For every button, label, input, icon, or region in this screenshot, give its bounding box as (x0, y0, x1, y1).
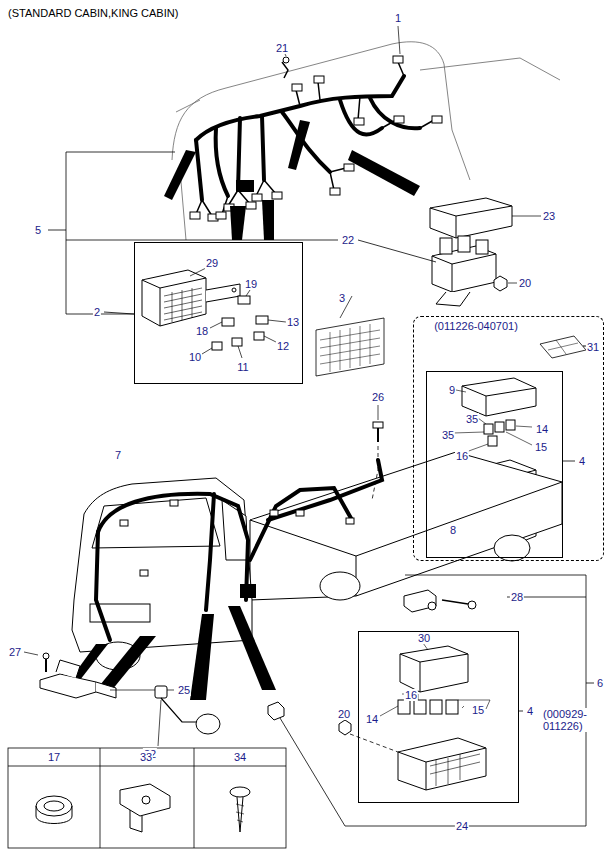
callout-number: 24 (455, 820, 469, 832)
callout-number: 9 (448, 384, 456, 396)
date-range: (011226-040701) (433, 320, 519, 332)
callout-number: 4 (578, 455, 586, 467)
callout-number: 6 (596, 677, 604, 689)
callout-number: 16 (404, 689, 418, 701)
callout-number: 10 (188, 351, 202, 363)
callout-number: 3 (338, 292, 346, 304)
callout-number: 31 (586, 341, 600, 353)
callout-number: 11 (236, 361, 249, 373)
callout-number: 7 (114, 449, 122, 461)
callout-number: 2 (93, 306, 101, 318)
callout-number: 18 (195, 325, 209, 337)
callout-number: 19 (244, 278, 258, 290)
callout-number: 21 (275, 42, 289, 54)
callout-number: 27 (8, 646, 22, 658)
callout-number: 26 (371, 391, 385, 403)
callout-number: 4 (526, 705, 534, 717)
callout-number: 14 (535, 423, 549, 435)
callout-number: 1 (394, 12, 402, 24)
callout-number: 35 (441, 429, 455, 441)
callout-number: 23 (542, 210, 556, 222)
callout-number: 20 (518, 277, 532, 289)
callout-number: 12 (276, 340, 290, 352)
callout-number: 35 (465, 413, 479, 425)
parts-group-box: (011226-040701) 31 9 35 14 35 15 16 8 (413, 316, 604, 561)
callout-number: 5 (34, 224, 42, 236)
callout-number: 14 (365, 713, 379, 725)
parts-group-box: 29 19 18 13 10 11 12 (134, 242, 303, 384)
callout-number: 15 (471, 704, 485, 716)
callout-number: 16 (455, 450, 469, 462)
parts-group-box: 30 16 14 15 (358, 631, 519, 803)
callout-number: 28 (510, 591, 524, 603)
callout-number: 25 (177, 684, 191, 696)
callout-number: 8 (449, 524, 457, 536)
diagram-title: (STANDARD CABIN,KING CABIN) (8, 7, 178, 20)
callout-number: 33 (139, 751, 153, 763)
date-range: (000929- 011226) (542, 708, 596, 732)
callout-number: 34 (233, 751, 247, 763)
callout-number: 20 (337, 708, 351, 720)
callout-number: 17 (47, 751, 61, 763)
callout-number: 22 (341, 234, 355, 246)
callout-number: 29 (205, 257, 219, 269)
callout-number: 13 (286, 316, 300, 328)
parts-group-box: 9 35 14 35 15 16 8 (426, 371, 563, 558)
callout-number: 15 (534, 441, 548, 453)
callout-number: 30 (417, 632, 431, 644)
